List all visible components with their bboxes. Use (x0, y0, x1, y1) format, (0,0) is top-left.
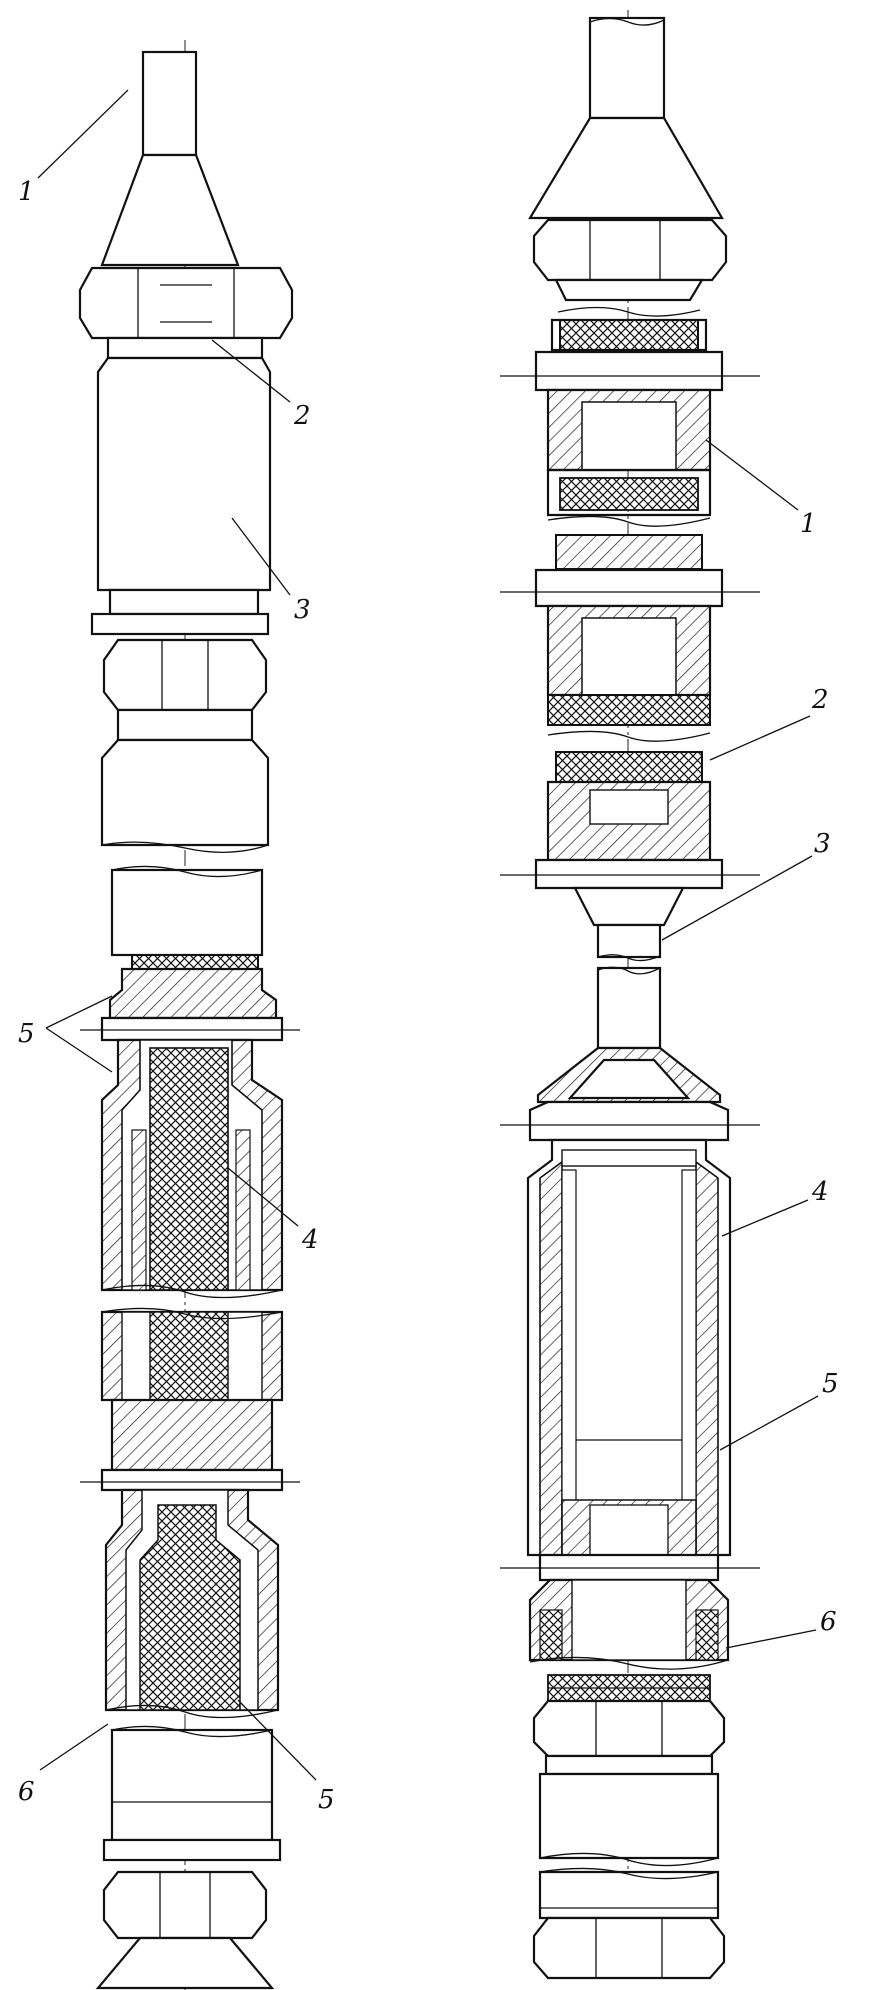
right-leaders (661, 439, 819, 1649)
left-nut-bottom (102, 1870, 268, 1940)
left-assembly (78, 40, 300, 1990)
left-label-1: 1 (18, 177, 35, 207)
right-middle-pipe (596, 966, 662, 1050)
right-nut-top (532, 218, 728, 282)
right-top-cone (528, 116, 724, 220)
right-label-6: 6 (820, 1607, 837, 1637)
left-nut-1 (78, 266, 294, 340)
left-nut-3 (102, 638, 268, 712)
right-labels: 1 2 3 4 5 6 (800, 509, 839, 1637)
right-bottom-body (538, 1772, 720, 1860)
left-leaders (37, 89, 317, 1781)
left-core-crosshatch (149, 1047, 229, 1291)
left-label-4: 4 (301, 1225, 319, 1255)
left-top-pipe (141, 50, 198, 157)
left-top-cone (100, 153, 240, 267)
right-label-1: 1 (800, 509, 817, 539)
left-label-5b: 5 (318, 1785, 335, 1815)
left-label-5a: 5 (18, 1019, 35, 1049)
left-bottom-cone (95, 1936, 275, 1990)
right-label-5: 5 (822, 1369, 839, 1399)
left-body-2 (96, 356, 272, 592)
left-coupling-section (110, 868, 264, 957)
right-section-3 (573, 886, 685, 927)
left-label-2: 2 (293, 401, 311, 431)
left-labels: 1 2 3 5 4 6 5 (18, 177, 335, 1815)
left-label-3: 3 (294, 595, 311, 625)
left-hatched-block (110, 1398, 274, 1472)
right-housing-4 (526, 1138, 732, 1557)
left-hatched-head (108, 967, 278, 1020)
right-nut-bottom (532, 1916, 726, 1980)
right-nut-lower (532, 1699, 726, 1758)
left-bottom-body (110, 1728, 274, 1842)
right-label-3: 3 (814, 829, 831, 859)
right-assembly (500, 10, 760, 1980)
left-label-6: 6 (18, 1777, 35, 1807)
left-body-lower (100, 738, 270, 847)
right-label-4: 4 (811, 1177, 829, 1207)
right-label-2: 2 (811, 685, 829, 715)
right-top-pipe (588, 16, 666, 120)
